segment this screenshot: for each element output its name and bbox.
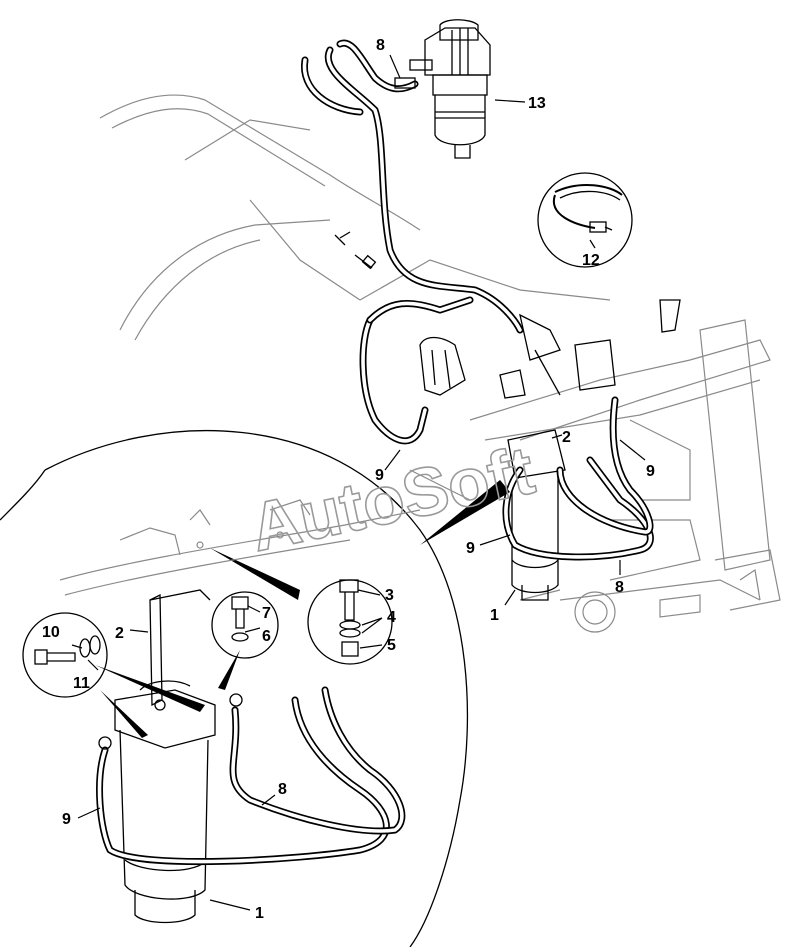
callout-9-right: 9 (646, 463, 655, 480)
callout-11: 11 (73, 675, 90, 692)
callout-10: 10 (42, 624, 60, 641)
callout-2-detail: 2 (115, 625, 124, 642)
callout-labels: 8 13 12 2 9 9 9 1 8 3 4 5 7 6 2 10 11 9 … (42, 37, 655, 922)
pointer-arrows (95, 650, 240, 738)
detail-bolt-10-11 (22, 612, 108, 698)
callout-1-detail: 1 (255, 905, 264, 922)
callout-5: 5 (387, 637, 396, 654)
leader-lines (71, 54, 646, 911)
detail-hoses (96, 686, 406, 866)
detail-bolt-3-4-5 (307, 579, 393, 665)
fuel-filter-13 (394, 19, 491, 159)
main-filter-assembly (419, 299, 681, 601)
callout-4: 4 (387, 609, 396, 626)
callout-13: 13 (528, 95, 546, 112)
callout-6: 6 (262, 628, 271, 645)
callout-3: 3 (385, 587, 394, 604)
callout-12: 12 (582, 252, 600, 269)
callout-7: 7 (262, 605, 271, 622)
callout-1-main: 1 (490, 607, 499, 624)
detail-magnifier (0, 429, 510, 947)
detail-bolt-6-7 (211, 591, 279, 659)
watermark-text: AutoSoft (244, 432, 541, 566)
detail-filter-1 (114, 680, 216, 924)
chassis-outline (99, 94, 781, 633)
callout-8-main: 8 (615, 579, 624, 596)
callout-9-left: 9 (375, 467, 384, 484)
clamp-12-detail (537, 172, 633, 268)
callout-8-detail: 8 (278, 781, 287, 798)
hoses-main-view (502, 396, 654, 561)
upper-fuel-line (301, 39, 524, 445)
detail-bracket-plate (59, 499, 421, 707)
callout-8-top: 8 (376, 37, 385, 54)
callout-9-detail: 9 (62, 811, 71, 828)
callout-2-main: 2 (562, 429, 571, 446)
callout-9-mid: 9 (466, 540, 475, 557)
